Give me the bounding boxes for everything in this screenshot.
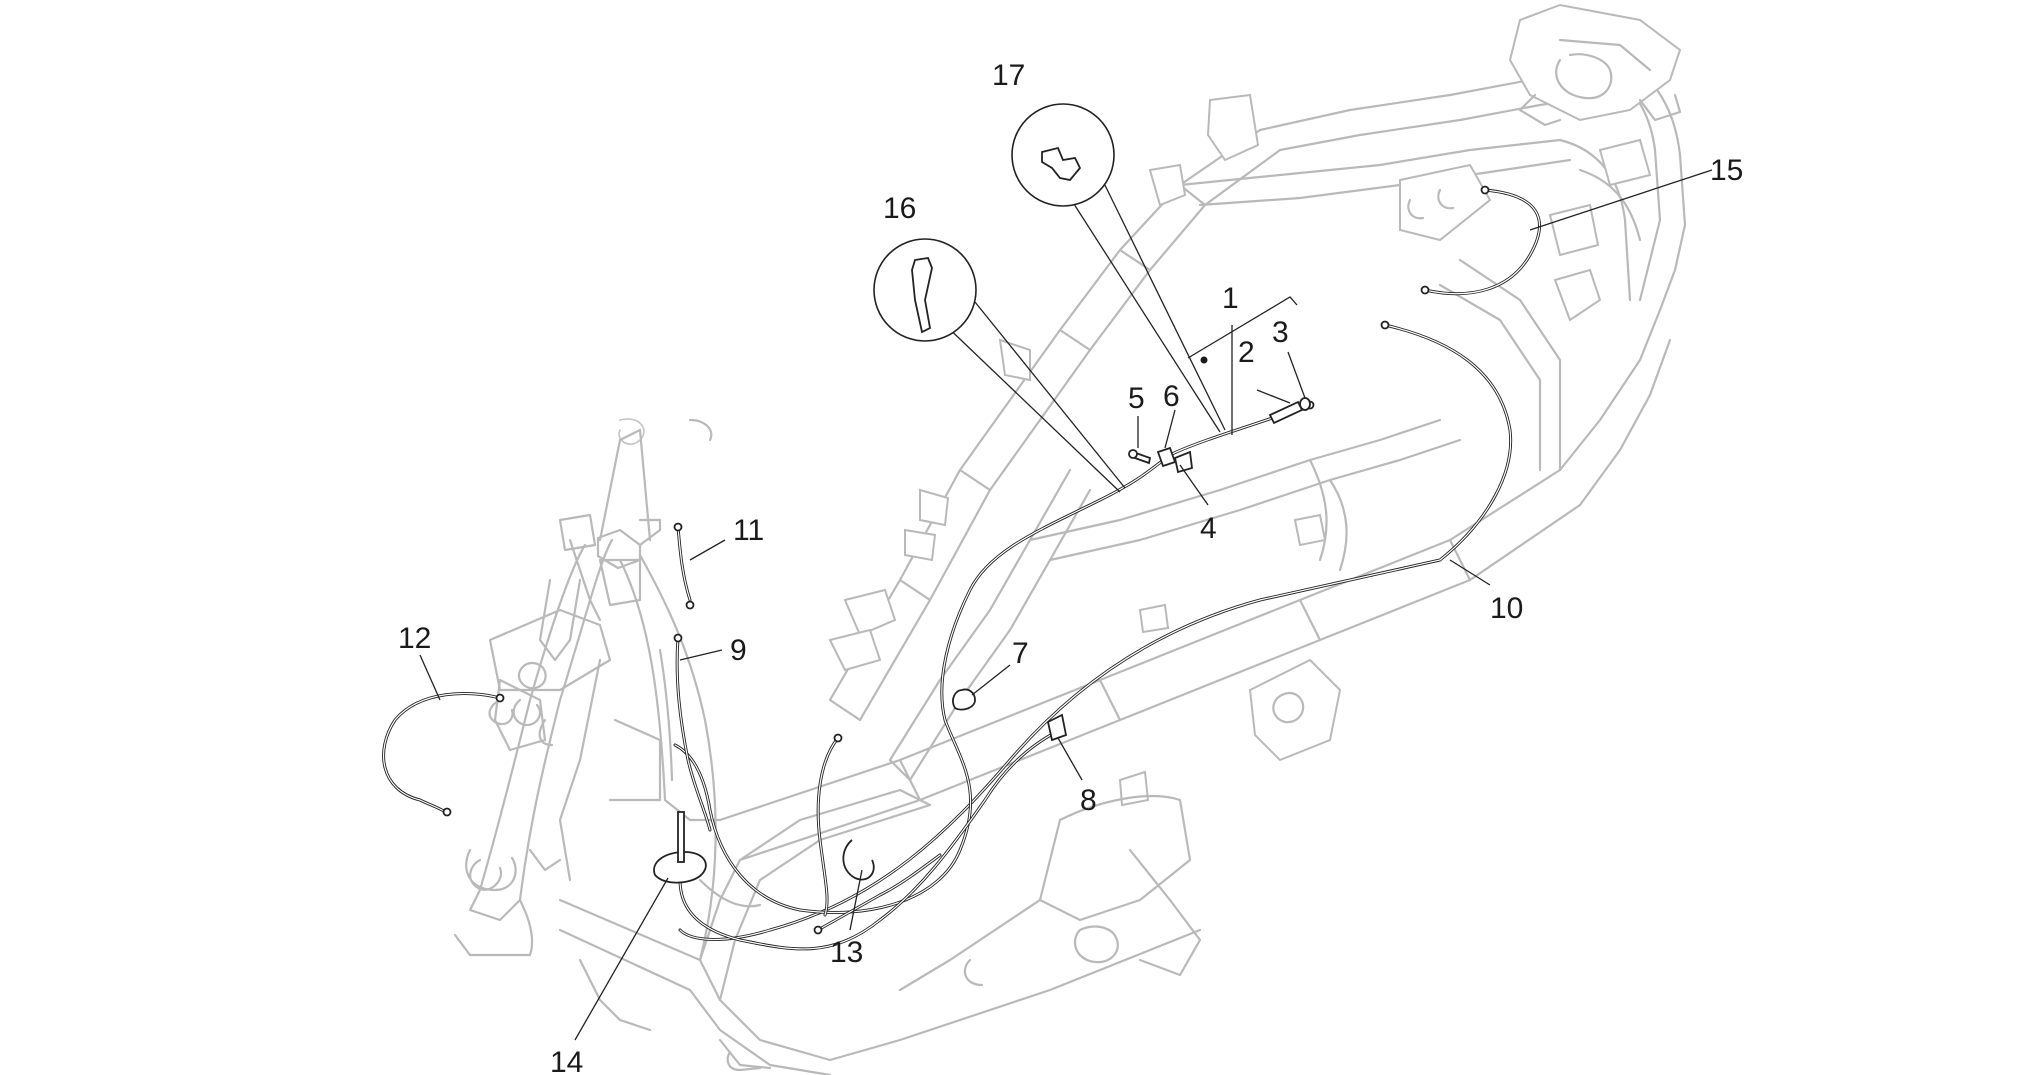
label-16: 16 <box>883 192 916 225</box>
label-17: 17 <box>992 59 1025 92</box>
label-3: 3 <box>1272 316 1289 349</box>
label-15: 15 <box>1710 154 1743 187</box>
label-5: 5 <box>1128 382 1145 415</box>
callout-17 <box>1011 103 1226 433</box>
part-7-clip <box>952 688 976 711</box>
scooter-frame <box>453 3 1687 1075</box>
label-13: 13 <box>830 936 863 969</box>
label-9: 9 <box>730 634 747 667</box>
part-2-adjuster <box>1268 400 1304 425</box>
label-7: 7 <box>1012 637 1029 670</box>
label-4: 4 <box>1200 512 1217 545</box>
part-labels: 1 2 3 4 5 6 7 8 9 10 11 12 13 14 15 16 1… <box>398 59 1743 1075</box>
part-4-clamp <box>1173 450 1193 474</box>
label-8: 8 <box>1080 784 1097 817</box>
part-8-clamp <box>1046 713 1068 742</box>
label-2: 2 <box>1238 336 1255 369</box>
label-12: 12 <box>398 622 431 655</box>
callout-16 <box>873 238 1126 493</box>
label-14: 14 <box>550 1046 583 1075</box>
label-10: 10 <box>1490 592 1523 625</box>
label-1: 1 <box>1222 282 1239 315</box>
part-14-ring <box>653 851 707 884</box>
small-parts <box>653 397 1311 884</box>
label-11: 11 <box>733 514 764 547</box>
part-13-clamp <box>842 839 875 881</box>
label-6: 6 <box>1163 380 1180 413</box>
leader-lines <box>419 169 1713 1041</box>
